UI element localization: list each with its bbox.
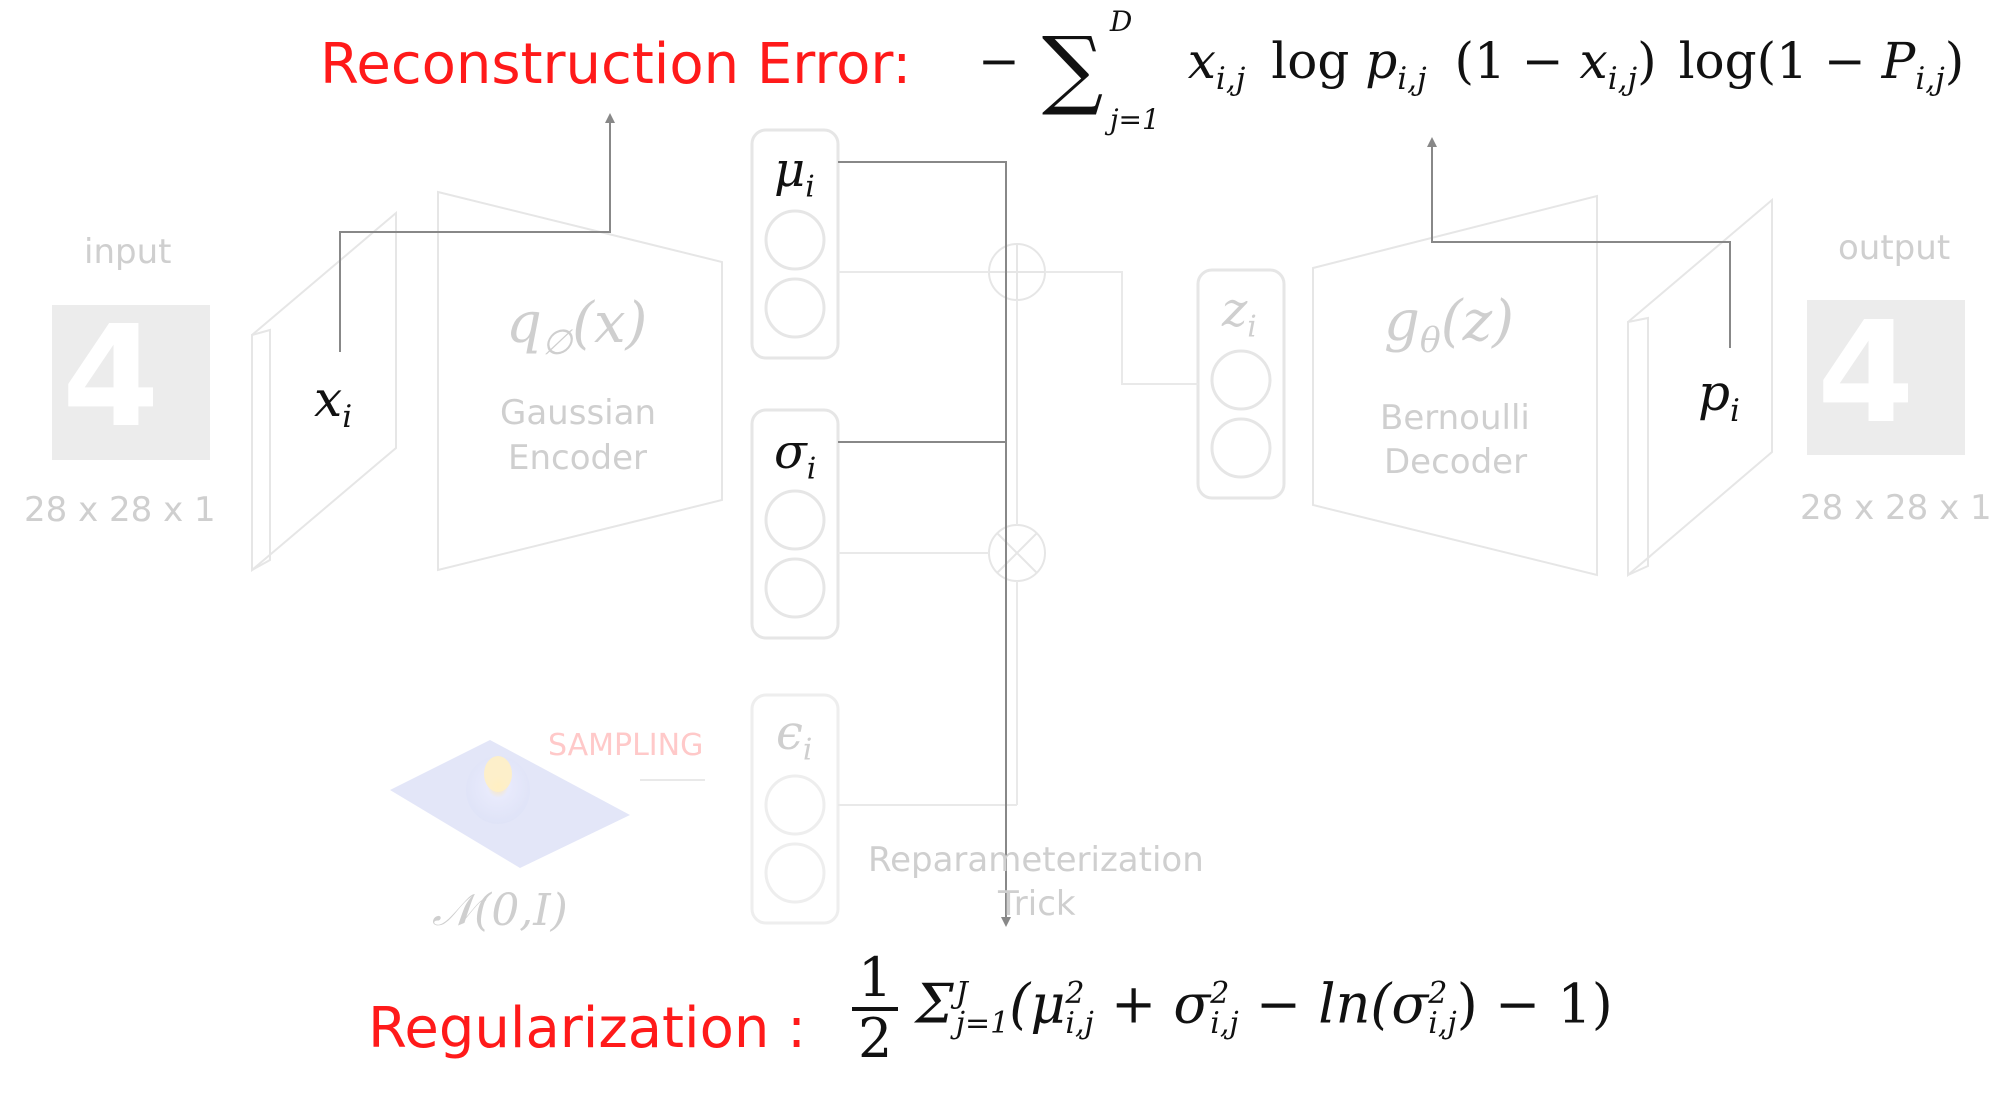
mu-i-label: μi	[774, 142, 815, 205]
input-layer-slab	[251, 210, 397, 573]
epsilon-node-box	[750, 693, 840, 925]
output-image	[1807, 300, 1965, 455]
p-i-label: pi	[1698, 364, 1740, 429]
reconstruction-error-label: Reconstruction Error:	[320, 32, 912, 97]
decoder-trapezoid	[1312, 194, 1598, 577]
gaussian-surface	[390, 740, 630, 868]
sigma-node-box	[750, 408, 840, 640]
encoder-name-line2: Encoder	[508, 438, 648, 478]
output-layer-slab	[1627, 197, 1773, 578]
mu-node-box	[750, 128, 840, 360]
z-i-label: zi	[1222, 282, 1257, 345]
times-operator	[988, 524, 1046, 582]
faint-connectors	[640, 271, 1198, 806]
plus-operator	[988, 243, 1046, 301]
sum-upper-limit: D	[1109, 5, 1133, 38]
sum-symbol: ∑	[1041, 19, 1104, 119]
encoder-name-line1: Gaussian	[500, 393, 656, 433]
decoder-name-line2: Decoder	[1384, 442, 1528, 482]
epsilon-i-label: ϵi	[776, 705, 813, 768]
sigma-i-label: σi	[774, 424, 817, 487]
reparameterization-label-line2: Trick	[998, 884, 1076, 924]
regularization-label: Regularization :	[368, 996, 806, 1061]
x-i-label: xi	[314, 370, 353, 435]
sampling-label: SAMPLING	[548, 728, 704, 763]
encoder-function-label: q∅(x)	[506, 291, 648, 364]
decoder-name-line1: Bernoulli	[1380, 398, 1530, 438]
output-label: output	[1838, 228, 1951, 268]
input-label: input	[84, 232, 172, 272]
input-size-label: 28 x 28 x 1	[24, 490, 216, 530]
output-digit: 4	[1817, 292, 1915, 455]
reconstruction-formula: − ∑ D j=1 xi,j log pi,j (1 − xi,j) log(1…	[978, 5, 1965, 136]
z-node-box	[1196, 268, 1286, 500]
main-connectors	[339, 113, 1731, 927]
normal-distribution-label: 𝒩(0,I)	[432, 885, 568, 936]
reparameterization-label-line1: Reparameterization	[868, 840, 1204, 880]
output-size-label: 28 x 28 x 1	[1800, 488, 1992, 528]
encoder-trapezoid	[437, 190, 723, 572]
sum-lower-limit: j=1	[1109, 103, 1160, 136]
one-half-fraction: 1 2	[852, 949, 899, 1067]
input-digit: 4	[62, 296, 160, 459]
input-image	[52, 305, 210, 460]
decoder-function-label: gθ(z)	[1384, 289, 1514, 362]
